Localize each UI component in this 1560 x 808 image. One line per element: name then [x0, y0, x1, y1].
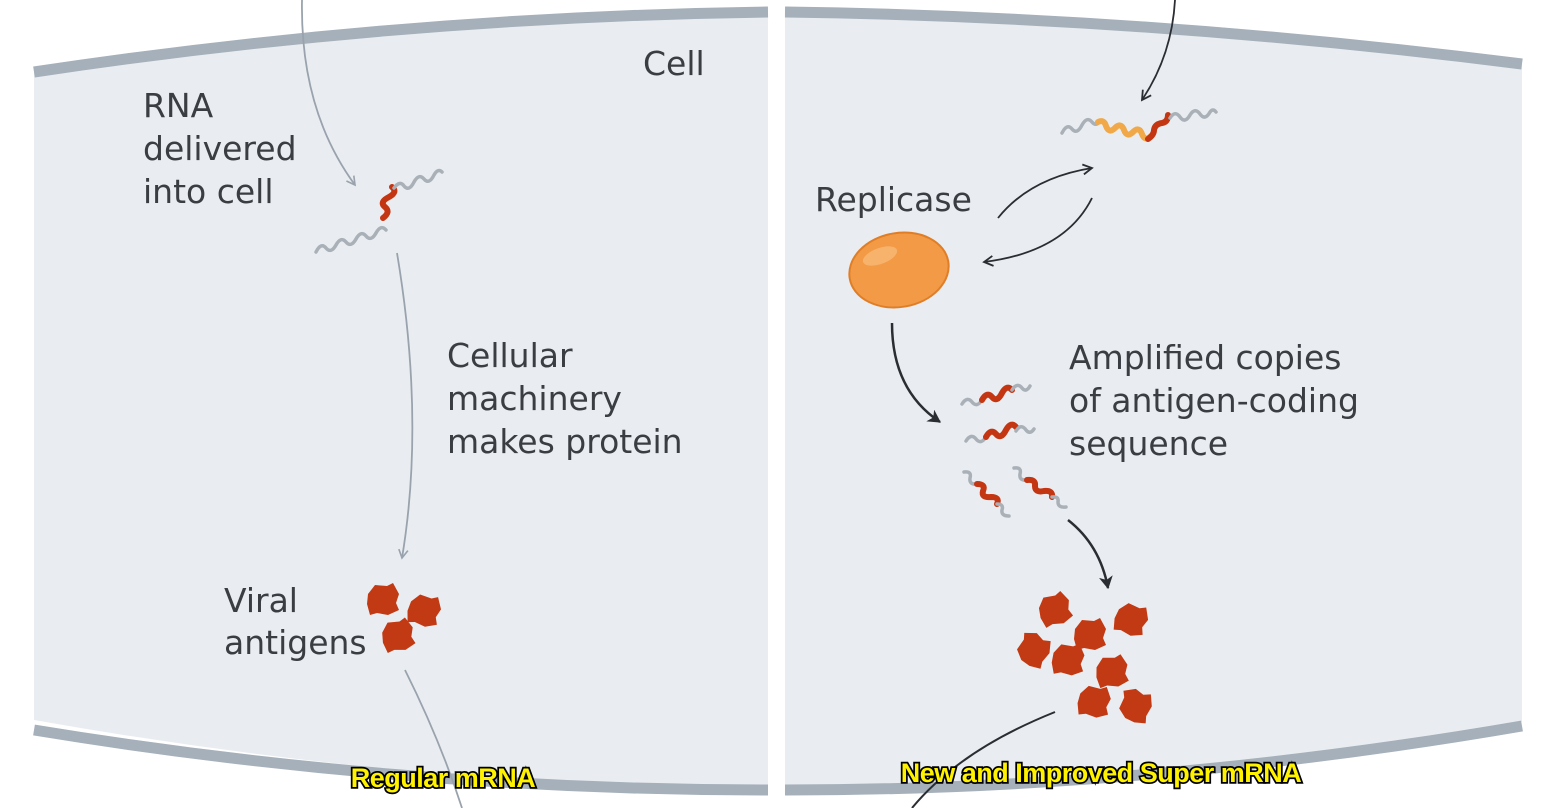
- replicase-label: Replicase: [815, 180, 972, 219]
- rna-delivered-line-1: RNA: [143, 86, 214, 125]
- left-top-membrane: [33, 6, 769, 78]
- rna-strand-left: [314, 168, 444, 254]
- cell-label: Cell: [643, 44, 705, 83]
- right-cell-body: [785, 10, 1522, 790]
- left-cell-body: [34, 10, 768, 790]
- rna-strand-right: [1060, 108, 1218, 142]
- rna-copy: [960, 383, 1032, 407]
- replication-cycle-arrow-up: [997, 163, 1094, 219]
- replicase-highlight: [862, 246, 898, 266]
- translation-arrow-right: [1067, 519, 1113, 590]
- machinery-line-1: Cellular: [447, 336, 573, 375]
- delivery-arrow-left: [301, 0, 357, 187]
- rna-delivered-label: RNA delivered into cell: [143, 86, 297, 211]
- machinery-line-3: makes protein: [447, 422, 683, 461]
- delivery-arrow-right: [1140, 0, 1176, 102]
- replication-cycle-arrow-down: [982, 197, 1093, 267]
- left-cell-panel: [33, 6, 769, 796]
- exit-arrow-left: [404, 669, 463, 808]
- rna-delivered-line-2: delivered: [143, 129, 297, 168]
- amplified-line-3: sequence: [1069, 424, 1228, 463]
- amplified-line-2: of antigen-coding: [1069, 381, 1359, 420]
- right-top-membrane: [784, 6, 1523, 70]
- translation-arrow-left: [396, 252, 414, 560]
- cellular-machinery-label: Cellular machinery makes protein: [447, 336, 683, 461]
- amplified-line-1: Amplified copies: [1069, 338, 1341, 377]
- caption-super-mrna: New and Improved Super mRNA: [901, 758, 1302, 788]
- left-bottom-membrane: [33, 724, 769, 796]
- viral-antigens-label: Viral antigens: [224, 581, 367, 662]
- viral-antigens-line-2: antigens: [224, 623, 367, 662]
- machinery-line-2: machinery: [447, 379, 622, 418]
- rna-delivered-line-3: into cell: [143, 172, 274, 211]
- viral-antigens-line-1: Viral: [224, 581, 298, 620]
- rna-copy: [962, 470, 1011, 518]
- right-cell-panel: [784, 6, 1523, 796]
- caption-regular-mrna: Regular mRNA: [351, 763, 536, 793]
- rna-copy: [964, 421, 1036, 444]
- amplified-rna-copies: [960, 383, 1068, 518]
- rna-copy: [1012, 466, 1068, 509]
- right-bottom-membrane: [784, 720, 1523, 796]
- amplification-arrow: [890, 322, 941, 424]
- amplified-copies-label: Amplified copies of antigen-coding seque…: [1069, 338, 1359, 463]
- exit-arrow-right: [911, 711, 1056, 808]
